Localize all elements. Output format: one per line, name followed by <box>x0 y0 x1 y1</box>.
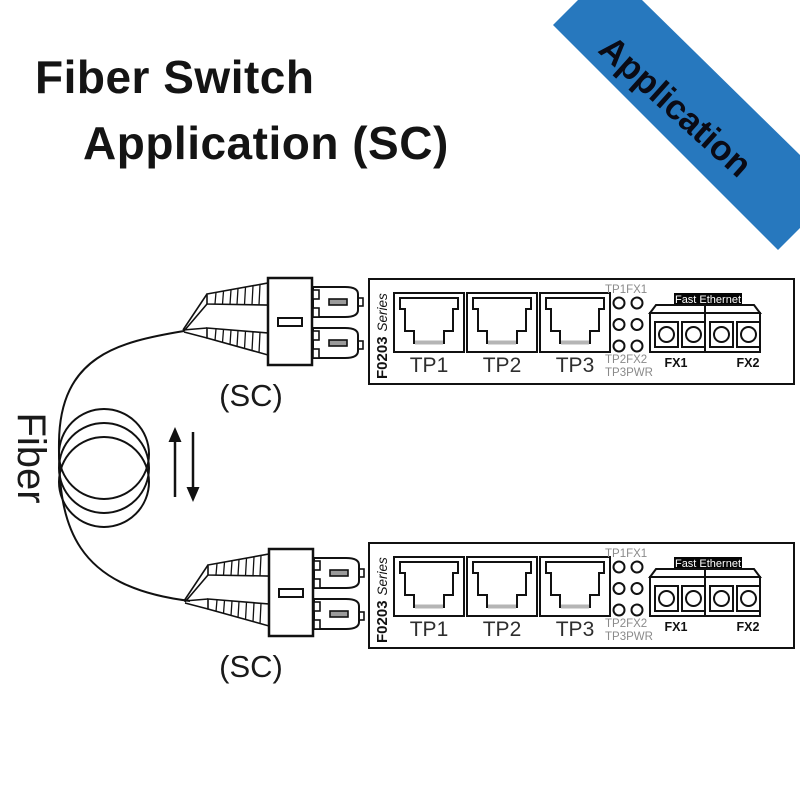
fast-ethernet-badge-label: Fast Ethernet <box>675 558 741 570</box>
bidirectional-arrows <box>168 427 200 502</box>
port-label-tp3: TP3 <box>556 618 595 641</box>
fiber-ports <box>649 304 761 353</box>
led-indicators <box>612 560 644 617</box>
fiber-cable-path <box>57 330 191 602</box>
led-label-row3: TP3PWR <box>605 631 653 643</box>
page-title-line2: Application (SC) <box>83 117 449 169</box>
fast-ethernet-badge <box>674 557 742 570</box>
fast-ethernet-badge-label: Fast Ethernet <box>675 294 741 306</box>
fx2-label: FX2 <box>737 620 760 634</box>
rj45-port-tp2 <box>466 292 538 353</box>
led-label-row1: TP1FX1 <box>605 284 647 296</box>
led-label-row1: TP1FX1 <box>605 548 647 560</box>
fx1-label: FX1 <box>665 356 688 370</box>
port-label-tp2: TP2 <box>483 354 522 377</box>
fiber-ports <box>649 568 761 617</box>
port-label-tp1: TP1 <box>410 618 449 641</box>
port-label-tp3: TP3 <box>556 354 595 377</box>
fiber-switch-top: F0203Series TP1 TP2 TP3 TP1FX1 TP2FX2 TP… <box>368 278 795 385</box>
page-title-line1: Fiber Switch <box>35 51 315 103</box>
rj45-port-tp3 <box>539 292 611 353</box>
fx1-label: FX1 <box>665 620 688 634</box>
rj45-port-tp2 <box>466 556 538 617</box>
fiber-switch-bottom: F0203Series TP1 TP2 TP3 TP1FX1 TP2FX2 TP… <box>368 542 795 649</box>
fx2-label: FX2 <box>737 356 760 370</box>
series-label: F0203Series <box>374 293 391 379</box>
fiber-coil <box>58 408 150 528</box>
fiber-label: Fiber <box>9 412 53 503</box>
led-indicators <box>612 296 644 353</box>
sc-label-bottom: (SC) <box>219 649 283 684</box>
series-label: F0203Series <box>374 557 391 643</box>
fast-ethernet-badge <box>674 293 742 306</box>
rj45-port-tp1 <box>393 292 465 353</box>
sc-connector-top <box>181 276 365 367</box>
led-label-row2: TP2FX2 <box>605 354 647 366</box>
led-label-row2: TP2FX2 <box>605 618 647 630</box>
rj45-port-tp3 <box>539 556 611 617</box>
sc-connector-bottom <box>182 547 366 638</box>
led-label-row3: TP3PWR <box>605 367 653 379</box>
port-label-tp1: TP1 <box>410 354 449 377</box>
sc-label-top: (SC) <box>219 378 283 413</box>
rj45-port-tp1 <box>393 556 465 617</box>
port-label-tp2: TP2 <box>483 618 522 641</box>
